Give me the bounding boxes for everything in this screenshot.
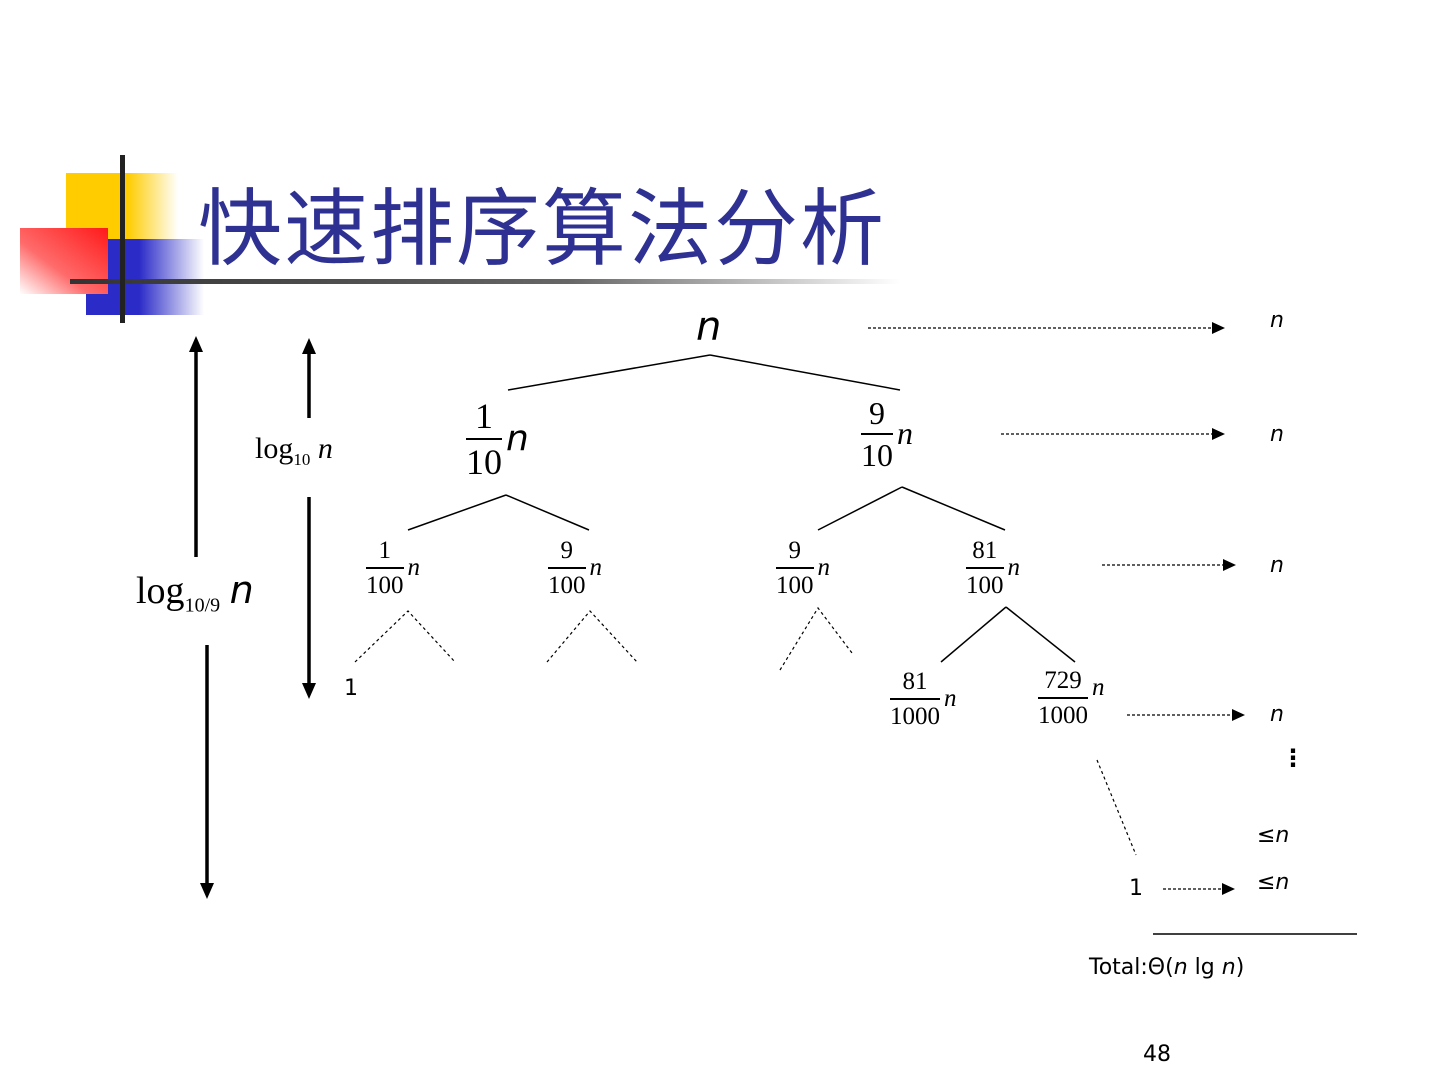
row-cost-5: ≤n bbox=[1257, 823, 1290, 848]
row-cost-2: n bbox=[1270, 422, 1284, 447]
row-cost-4: n bbox=[1270, 702, 1284, 727]
edge-l1a-right bbox=[505, 494, 590, 531]
row-cost-6: ≤n bbox=[1257, 870, 1290, 895]
total-cost: Total:Θ(n lg n) bbox=[1089, 955, 1245, 980]
short-height-label: log10 n bbox=[255, 432, 333, 469]
header-decoration bbox=[20, 155, 900, 323]
edge-root-right bbox=[709, 354, 901, 391]
edge-l1b-left bbox=[817, 486, 903, 531]
edge-root-left bbox=[507, 354, 711, 391]
slide-title: 快速排序算法分析 bbox=[198, 180, 887, 278]
edge-l1a-left bbox=[407, 494, 507, 531]
tree-leaf-right: 1 bbox=[1129, 876, 1143, 901]
edge-l1b-right bbox=[901, 486, 1006, 531]
row-cost-ellipsis: ⋮ bbox=[1281, 744, 1305, 772]
path-dotted-right bbox=[1096, 759, 1137, 856]
edge-l2d-left bbox=[940, 606, 1007, 663]
subtree-dotted-1 bbox=[354, 610, 456, 663]
edge-l2d-right bbox=[1005, 606, 1076, 663]
page-number: 48 bbox=[1143, 1042, 1171, 1067]
vertical-bar bbox=[120, 155, 125, 323]
long-height-label: log10/9 n bbox=[136, 568, 254, 617]
tree-leaf-left: 1 bbox=[344, 676, 358, 701]
title-underline bbox=[70, 279, 900, 284]
subtree-dotted-2 bbox=[546, 610, 638, 663]
row-cost-1: n bbox=[1270, 308, 1284, 333]
subtree-dotted-3 bbox=[779, 606, 853, 671]
row-cost-3: n bbox=[1270, 553, 1284, 578]
tree-root-node: n bbox=[696, 304, 722, 350]
